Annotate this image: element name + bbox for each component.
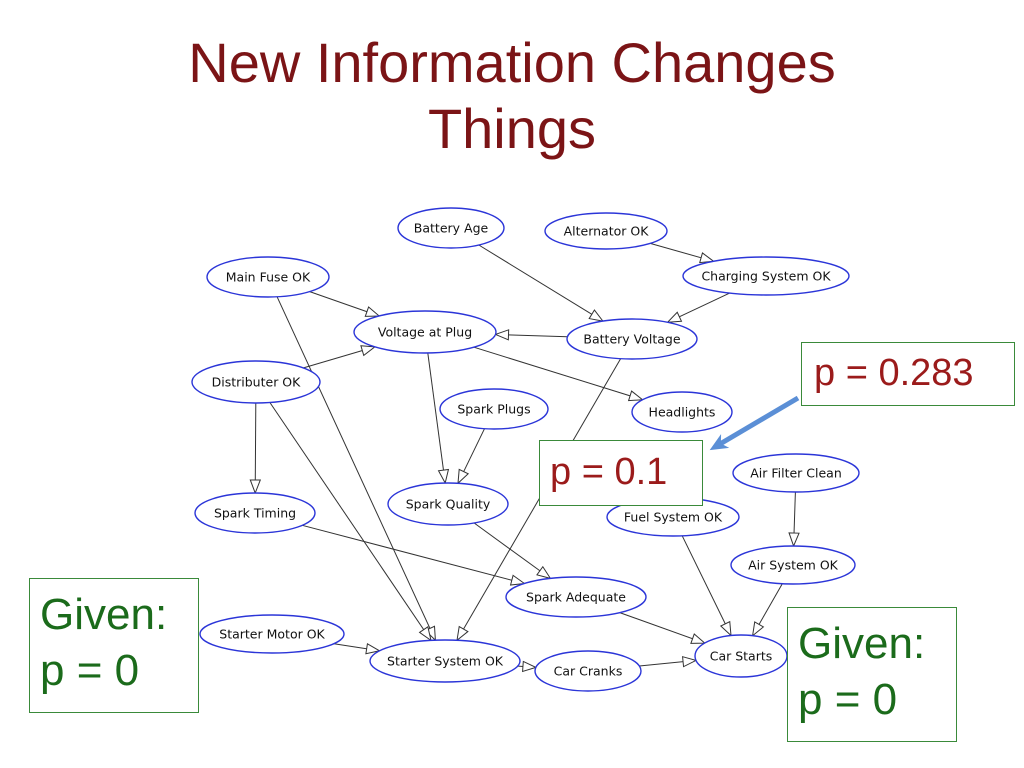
edge-main-fuse-ok-to-voltage-at-plug bbox=[309, 291, 381, 317]
edge-charging-system-ok-to-battery-voltage bbox=[666, 292, 730, 323]
node-car-starts: Car Starts bbox=[694, 634, 788, 678]
edge-voltage-at-plug-to-spark-quality bbox=[427, 352, 450, 485]
node-ellipse bbox=[194, 492, 316, 534]
node-label: Spark Timing bbox=[214, 506, 296, 521]
node-voltage-at-plug: Voltage at Plug bbox=[353, 310, 497, 354]
node-ellipse bbox=[439, 388, 549, 430]
node-label: Battery Voltage bbox=[583, 332, 680, 347]
node-ellipse bbox=[397, 207, 505, 249]
node-distributer-ok: Distributer OK bbox=[191, 360, 321, 404]
edge-voltage-at-plug-to-headlights bbox=[473, 346, 644, 402]
node-ellipse bbox=[534, 650, 642, 692]
node-ellipse bbox=[566, 318, 698, 360]
node-ellipse bbox=[353, 310, 497, 354]
pointer-arrow bbox=[709, 395, 800, 451]
node-label: Starter Motor OK bbox=[219, 627, 325, 642]
edge-air-filter-clean-to-air-system-ok bbox=[788, 491, 800, 548]
given-left-value: p = 0 bbox=[40, 646, 140, 695]
node-battery-voltage: Battery Voltage bbox=[566, 318, 698, 360]
node-label: Distributer OK bbox=[212, 375, 302, 390]
node-main-fuse-ok: Main Fuse OK bbox=[206, 256, 330, 298]
node-ellipse bbox=[732, 453, 860, 493]
node-label: Alternator OK bbox=[564, 224, 650, 239]
edge-car-cranks-to-car-starts bbox=[639, 656, 698, 668]
edge-alternator-ok-to-charging-system-ok bbox=[650, 242, 715, 264]
node-label: Air System OK bbox=[748, 558, 839, 573]
node-label: Voltage at Plug bbox=[378, 325, 472, 340]
node-label: Air Filter Clean bbox=[750, 466, 842, 481]
edge-spark-timing-to-spark-adequate bbox=[302, 524, 526, 586]
node-starter-motor-ok: Starter Motor OK bbox=[199, 614, 345, 654]
edge-distributer-ok-to-starter-system-ok bbox=[269, 402, 432, 642]
edge-spark-plugs-to-spark-quality bbox=[457, 428, 485, 485]
node-spark-quality: Spark Quality bbox=[387, 482, 509, 526]
edge-spark-quality-to-spark-adequate bbox=[473, 522, 552, 580]
node-label: Starter System OK bbox=[387, 654, 504, 669]
node-label: Spark Adequate bbox=[526, 590, 626, 605]
node-spark-adequate: Spark Adequate bbox=[505, 576, 647, 618]
node-air-system-ok: Air System OK bbox=[730, 545, 856, 585]
edge-starter-motor-ok-to-starter-system-ok bbox=[333, 643, 381, 655]
nodes-layer: Battery Age Alternator OK Main Fuse OK Char… bbox=[191, 207, 860, 692]
spark-probability: p = 0.1 bbox=[550, 451, 668, 493]
node-ellipse bbox=[387, 482, 509, 526]
given-right-value: p = 0 bbox=[798, 675, 898, 724]
node-car-cranks: Car Cranks bbox=[534, 650, 642, 692]
node-label: Main Fuse OK bbox=[226, 270, 311, 285]
edge-starter-system-ok-to-car-cranks bbox=[517, 660, 538, 673]
edge-fuel-system-ok-to-car-starts bbox=[681, 535, 732, 637]
edge-battery-age-to-battery-voltage bbox=[478, 244, 605, 322]
spark-probability-box: p = 0.1 bbox=[539, 440, 703, 506]
edge-distributer-ok-to-voltage-at-plug bbox=[303, 345, 377, 369]
node-label: Car Starts bbox=[710, 649, 773, 664]
node-ellipse bbox=[631, 391, 733, 433]
headlights-probability-box: p = 0.283 bbox=[801, 342, 1015, 406]
edge-spark-adequate-to-car-starts bbox=[619, 612, 707, 644]
given-left-label: Given: bbox=[40, 590, 168, 639]
node-spark-timing: Spark Timing bbox=[194, 492, 316, 534]
node-label: Charging System OK bbox=[701, 269, 831, 284]
headlights-probability: p = 0.283 bbox=[814, 352, 974, 394]
node-air-filter-clean: Air Filter Clean bbox=[732, 453, 860, 493]
slide-title-line-1: New Information Changes bbox=[188, 31, 836, 94]
node-spark-plugs: Spark Plugs bbox=[439, 388, 549, 430]
edge-main-fuse-ok-to-starter-system-ok bbox=[276, 296, 436, 642]
node-label: Spark Plugs bbox=[457, 402, 530, 417]
node-ellipse bbox=[730, 545, 856, 585]
edge-battery-voltage-to-voltage-at-plug bbox=[494, 329, 568, 341]
node-ellipse bbox=[199, 614, 345, 654]
node-starter-system-ok: Starter System OK bbox=[369, 639, 521, 683]
node-headlights: Headlights bbox=[631, 391, 733, 433]
edge-distributer-ok-to-spark-timing bbox=[249, 402, 262, 495]
slide-title: New Information Changes Things bbox=[0, 30, 1024, 162]
node-ellipse bbox=[191, 360, 321, 404]
slide-title-line-2: Things bbox=[427, 97, 597, 160]
node-label: Headlights bbox=[649, 405, 716, 420]
edges-layer bbox=[249, 242, 800, 673]
node-battery-age: Battery Age bbox=[397, 207, 505, 249]
node-alternator-ok: Alternator OK bbox=[544, 212, 668, 250]
node-ellipse bbox=[544, 212, 668, 250]
given-left-box: Given: p = 0 bbox=[29, 578, 199, 713]
node-ellipse bbox=[682, 256, 850, 296]
node-label: Battery Age bbox=[414, 221, 489, 236]
node-ellipse bbox=[505, 576, 647, 618]
given-right-label: Given: bbox=[798, 619, 926, 668]
node-fuel-system-ok: Fuel System OK bbox=[606, 497, 740, 537]
edge-air-system-ok-to-car-starts bbox=[751, 583, 783, 637]
node-ellipse bbox=[206, 256, 330, 298]
given-right-box: Given: p = 0 bbox=[787, 607, 957, 742]
node-ellipse bbox=[369, 639, 521, 683]
node-label: Spark Quality bbox=[406, 497, 491, 512]
node-label: Fuel System OK bbox=[624, 510, 723, 525]
node-label: Car Cranks bbox=[554, 664, 623, 679]
node-charging-system-ok: Charging System OK bbox=[682, 256, 850, 296]
edge-battery-voltage-to-starter-system-ok bbox=[456, 358, 622, 642]
